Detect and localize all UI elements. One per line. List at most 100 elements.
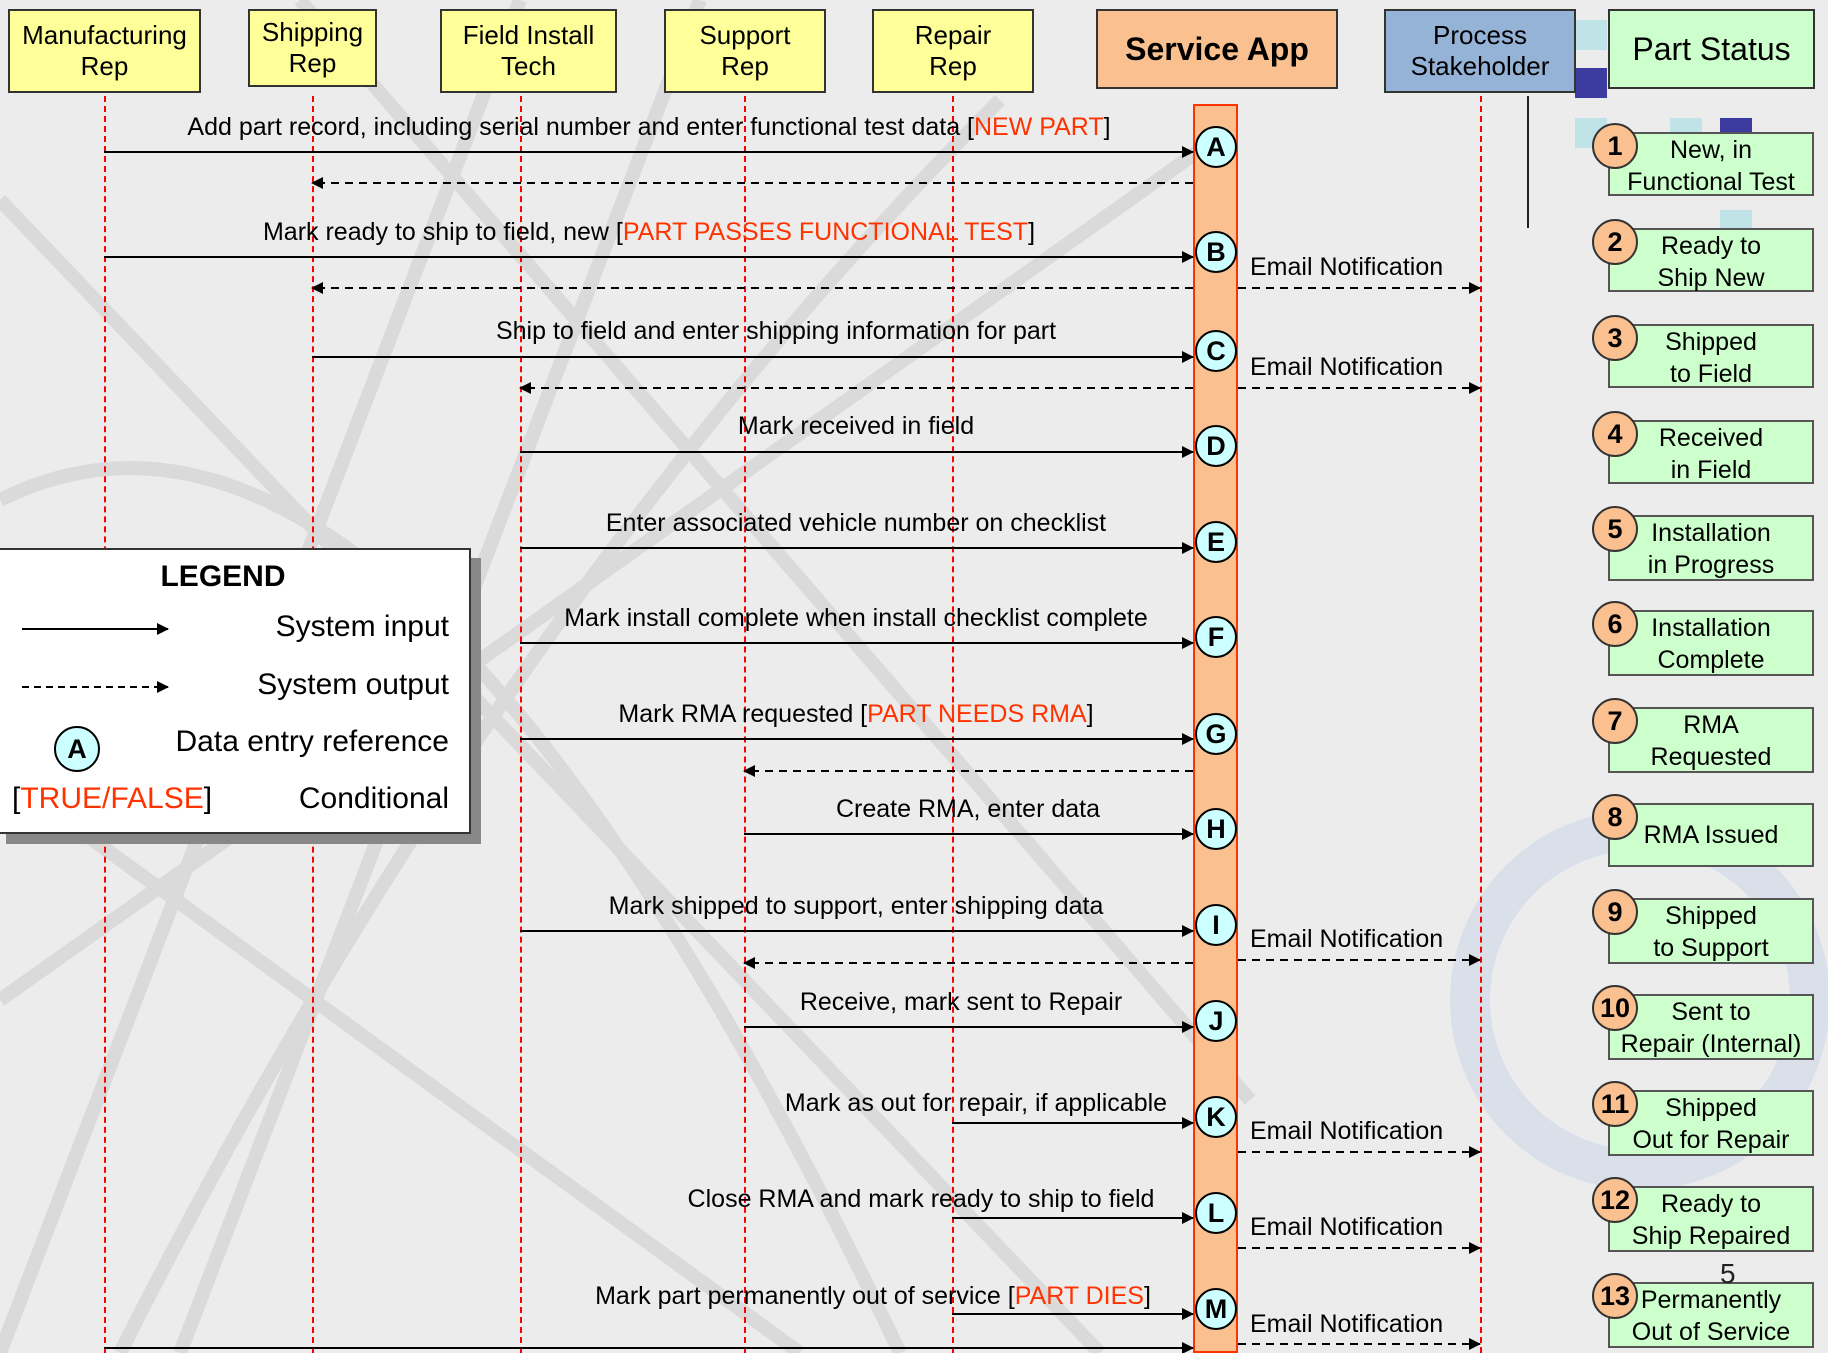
part-status-header: Part Status (1608, 9, 1815, 89)
message-text-m: Mark part permanently out of service [ (595, 1282, 1015, 1310)
message-text-h: Create RMA, enter data (835, 795, 1101, 823)
lifeline-support (744, 96, 746, 1353)
message-text-g: Mark RMA requested [ (618, 700, 868, 728)
message-text-k: Mark as out for repair, if applicable (784, 1089, 1168, 1117)
page-number: 5 (1720, 1258, 1736, 1289)
condition-new-part: NEW PART (973, 113, 1104, 141)
legend-arrow-samples (22, 623, 169, 693)
status-number-2: 2 (1592, 219, 1638, 265)
message-bracket-m: ] (1143, 1282, 1151, 1310)
message-bracket-g: ] (1086, 700, 1094, 728)
email-notification-l: Email Notification (1250, 1213, 1444, 1241)
message-label-d: Mark received in field (738, 411, 974, 441)
status-item-13: Permanently Out of Service (1608, 1282, 1814, 1348)
status-item-9: Shipped to Support (1608, 898, 1814, 964)
message-label-c: Ship to field and enter shipping informa… (496, 316, 1056, 346)
message-text-j: Receive, mark sent to Repair (799, 988, 1123, 1016)
legend-conditional: Conditional (298, 782, 449, 815)
email-notification-k: Email Notification (1250, 1117, 1444, 1145)
status-item-7: RMA Requested (1608, 707, 1814, 773)
message-text-l: Close RMA and mark ready to ship to fiel… (687, 1185, 1155, 1213)
step-circle-c: C (1195, 330, 1237, 372)
status-number-1: 1 (1592, 123, 1638, 169)
legend-system-output: System output (257, 668, 449, 701)
step-circle-g: G (1195, 713, 1237, 755)
message-bracket-a: ] (1103, 113, 1111, 141)
legend-bracket-open: [ (12, 782, 21, 815)
message-label-k: Mark as out for repair, if applicable (785, 1088, 1167, 1118)
status-item-3: Shipped to Field (1608, 324, 1814, 388)
lifeline-field-install (520, 96, 522, 1353)
message-label-g: Mark RMA requested [PART NEEDS RMA] (618, 699, 1093, 729)
status-item-5: Installation in Progress (1608, 515, 1814, 581)
lane-manufacturing-rep: Manufacturing Rep (8, 9, 201, 93)
lifeline-process-stakeholder (1480, 96, 1482, 1353)
message-text-e: Enter associated vehicle number on check… (605, 509, 1107, 537)
status-item-1: New, in Functional Test (1608, 132, 1814, 196)
message-text-a: Add part record, including serial number… (187, 113, 974, 141)
email-notification-c: Email Notification (1250, 353, 1444, 381)
message-text-c: Ship to field and enter shipping informa… (495, 317, 1057, 345)
message-label-e: Enter associated vehicle number on check… (606, 508, 1106, 538)
step-circle-m: M (1195, 1288, 1237, 1330)
message-label-f: Mark install complete when install check… (564, 603, 1148, 633)
message-text-b: Mark ready to ship to field, new [ (262, 218, 623, 246)
status-item-10: Sent to Repair (Internal) (1608, 994, 1814, 1060)
legend-system-input: System input (275, 610, 449, 643)
status-number-13: 13 (1592, 1273, 1638, 1319)
status-number-7: 7 (1592, 698, 1638, 744)
status-item-12: Ready to Ship Repaired (1608, 1186, 1814, 1252)
status-number-5: 5 (1592, 506, 1638, 552)
step-circle-f: F (1195, 616, 1237, 658)
message-label-a: Add part record, including serial number… (187, 112, 1110, 142)
email-notification-i: Email Notification (1250, 925, 1444, 953)
legend-data-entry-reference: Data entry reference (175, 725, 449, 758)
status-number-4: 4 (1592, 411, 1638, 457)
message-label-b: Mark ready to ship to field, new [PART P… (263, 217, 1035, 247)
step-circle-l: L (1195, 1192, 1237, 1234)
status-item-4: Received in Field (1608, 420, 1814, 484)
status-item-8: RMA Issued (1608, 803, 1814, 867)
lane-process-stakeholder: Process Stakeholder (1384, 9, 1576, 93)
message-text-i: Mark shipped to support, enter shipping … (608, 892, 1104, 920)
status-number-6: 6 (1592, 601, 1638, 647)
legend-bracket-close: ] (203, 782, 213, 815)
legend-conditional-example: [TRUE/FALSE] (12, 782, 212, 816)
message-text-f: Mark install complete when install check… (564, 604, 1148, 632)
lane-support-rep: Support Rep (664, 9, 826, 93)
lane-repair-rep: Repair Rep (872, 9, 1034, 93)
legend-data-entry-circle: A (54, 726, 100, 772)
status-item-11: Shipped Out for Repair (1608, 1090, 1814, 1156)
message-label-m: Mark part permanently out of service [PA… (595, 1281, 1151, 1311)
status-number-11: 11 (1592, 1081, 1638, 1127)
step-circle-k: K (1195, 1096, 1237, 1138)
message-label-i: Mark shipped to support, enter shipping … (609, 891, 1104, 921)
status-number-10: 10 (1592, 985, 1638, 1031)
lifeline-repair (952, 96, 954, 1353)
condition-part-dies: PART DIES (1014, 1282, 1144, 1310)
step-circle-e: E (1195, 521, 1237, 563)
email-notification-m: Email Notification (1250, 1310, 1444, 1338)
legend-box: LEGEND System input System output A Data… (0, 548, 471, 834)
step-circle-i: I (1195, 904, 1237, 946)
legend-true-false: TRUE/FALSE (20, 782, 204, 815)
lane-shipping-rep: Shipping Rep (248, 9, 377, 87)
email-notification-b: Email Notification (1250, 253, 1444, 281)
status-item-2: Ready to Ship New (1608, 228, 1814, 292)
step-circle-a: A (1195, 126, 1237, 168)
legend-title: LEGEND (160, 560, 286, 593)
message-bracket-b: ] (1028, 218, 1036, 246)
message-label-j: Receive, mark sent to Repair (800, 987, 1122, 1017)
message-label-h: Create RMA, enter data (836, 794, 1100, 824)
lane-service-app: Service App (1096, 9, 1338, 89)
status-item-6: Installation Complete (1608, 610, 1814, 676)
condition-part-needs-rma: PART NEEDS RMA (867, 700, 1087, 728)
step-circle-d: D (1195, 425, 1237, 467)
status-number-12: 12 (1592, 1177, 1638, 1223)
status-number-8: 8 (1592, 794, 1638, 840)
status-number-3: 3 (1592, 315, 1638, 361)
message-text-d: Mark received in field (737, 412, 975, 440)
message-label-l: Close RMA and mark ready to ship to fiel… (688, 1184, 1155, 1214)
